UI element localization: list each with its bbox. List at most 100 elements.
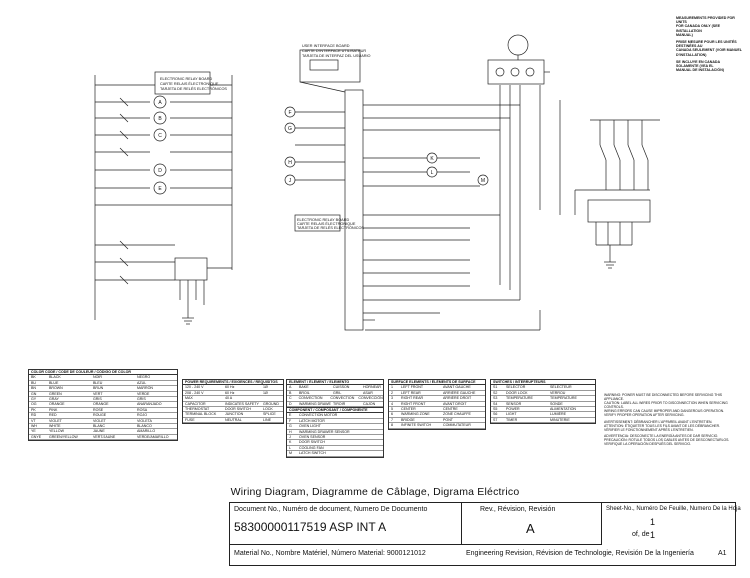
component-symbol-h: H [284, 156, 296, 168]
component-symbol-c: C [153, 128, 167, 142]
warning-line: AVERTISSEMENT: DÉBRANCHER L'APPAREIL AVA… [604, 419, 713, 424]
component-symbol-label: B [158, 116, 162, 122]
material-label: Material No., Nombre Matériel, Número Ma… [234, 550, 426, 557]
component-symbol-label: K [430, 156, 434, 162]
title-block: Document No., Numéro de document, Numero… [229, 502, 741, 566]
legend-table-title: ELEMENT / ÉLÉMENT / ELEMENTO [287, 380, 383, 386]
component-symbol-label: J [289, 178, 292, 184]
note-line: MEASUREMENTS PROVIDED FOR UNITS [676, 16, 735, 25]
diagram-caption: Wiring Diagram, Diagramme de Câblage, Di… [230, 486, 520, 498]
control-board-label-1: ELECTRONIC RELAY BOARD [297, 218, 349, 222]
note-line: PRISE MESURE POUR LES UNITÉS DESTINÉES A… [676, 40, 737, 49]
component-symbol-e: E [153, 181, 167, 195]
terminal-block [487, 34, 550, 85]
component-symbol-g: G [284, 122, 296, 134]
user-board-label-3: TARJETA DE INTERFAZ DEL USUARIO [302, 54, 371, 58]
component-symbol-f: F [284, 106, 296, 118]
legend-table-color-code: COLOR CODE / CODE DE COULEUR / CÓDIGO DE… [28, 369, 178, 442]
component-symbol-a: A [153, 95, 167, 109]
component-symbols: A B C D E F G H J K L M [153, 95, 489, 195]
sheet-label: Sheet-No., Numéro De Feuille, Numero De … [606, 506, 741, 512]
document-label: Document No., Numéro de document, Numero… [234, 506, 428, 513]
control-board-label-2: CARTE RELAIS ÉLECTRONIQUE [297, 221, 356, 226]
component-symbol-d: D [153, 163, 167, 177]
warning-notes: WARNING: POWER MUST BE DISCONNECTED BEFO… [604, 393, 734, 446]
revision-cell [462, 503, 602, 545]
relay-board-label-3: TARJETA DE RELÉS ELECTRÓNICOS [160, 86, 227, 91]
note-line: CANADA SEULEMENT (VOIR MANUEL D'INSTALLA… [676, 48, 742, 57]
legend-area: COLOR CODE / CODE DE COULEUR / CÓDIGO DE… [28, 369, 728, 477]
relay-board-label-1: ELECTRONIC RELAY BOARD [160, 77, 212, 81]
component-symbol-m: M [477, 174, 489, 186]
warning-line: ADVERTENCIA: DESCONECTE LA ENERGÍA ANTES… [604, 433, 719, 438]
engineering-revision-label: Engineering Revision, Révision de Techno… [466, 550, 694, 557]
warning-line: VÉRIFIER LE FONCTIONNEMENT APRÈS L'ENTRE… [604, 427, 694, 432]
legend-table-title: COLOR CODE / CODE DE COULEUR / CÓDIGO DE… [29, 370, 177, 376]
user-board-label-2: CARTE D'INTERFACE UTILISATEUR [302, 49, 366, 53]
component-symbol-label: C [158, 133, 162, 139]
warning-line: VERIFIQUE LA OPERACIÓN DESPUÉS DEL SERVI… [604, 442, 692, 447]
warning-line: VERIFY PROPER OPERATION AFTER SERVICING. [604, 413, 685, 418]
installation-notes: MEASUREMENTS PROVIDED FOR UNITS FOR CANA… [676, 16, 742, 72]
legend-table-power: POWER REQUIREMENTS / EXIGENCES / REQUISI… [182, 379, 284, 425]
warning-line: WIRING ERRORS CAN CAUSE IMPROPER AND DAN… [604, 409, 725, 414]
document-number: 58300000117519 ASP INT A [234, 520, 387, 534]
component-symbol-label: H [288, 160, 292, 166]
component-symbol-label: E [158, 186, 162, 192]
component-symbol-label: G [288, 126, 292, 132]
revision-value: A [526, 521, 535, 536]
component-symbol-label: D [158, 168, 162, 174]
legend-table-title: COMPONENT / COMPOSANT / COMPONENTE [287, 408, 383, 414]
board-labels: ELECTRONIC RELAY BOARD CARTE RELAIS ÉLEC… [160, 44, 371, 230]
sheet-value: 1 [650, 517, 656, 527]
of-value: 1 [650, 530, 656, 540]
note-line: MANUAL DE INSTALACIÓN) [676, 68, 724, 73]
warning-line: PRECAUCIÓN: ROTULE TODOS LOS CABLES ANTE… [604, 437, 730, 442]
component-symbol-label: L [431, 170, 434, 176]
warning-line: WARNING: POWER MUST BE DISCONNECTED BEFO… [604, 393, 722, 402]
note-line: SE INCLUYE EN CANADA SOLAMENTE (VEA EL [676, 59, 720, 69]
legend-table-title: SWITCHES / INTERRUPTEURS [491, 380, 595, 386]
note-line: MANUAL) [676, 32, 693, 37]
component-symbol-label: A [158, 100, 162, 106]
control-board-label-3: TARJETA DE RELÉS ELECTRÓNICOS [297, 225, 364, 230]
revision-label: Rev., Révision, Revisión [480, 506, 556, 513]
document-cell [230, 503, 462, 545]
component-symbol-l: L [426, 166, 438, 178]
legend-table-title: POWER REQUIREMENTS / EXIGENCES / REQUISI… [183, 380, 283, 386]
